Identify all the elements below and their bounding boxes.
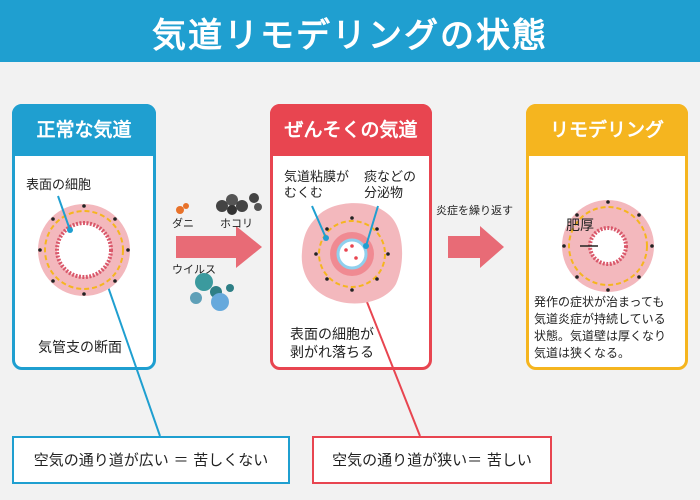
virus-icon xyxy=(190,273,234,311)
asthma-airway-heading: ぜんそくの気道 xyxy=(270,104,432,156)
normal-summary-box: 空気の通り道が広い ＝ 苦しくない xyxy=(12,436,290,484)
remodeling-description: 発作の症状が治まっても 気道炎症が持続している 状態。気道壁は厚くなり 気道は狭… xyxy=(534,295,667,360)
remodeling-airway-cross-section xyxy=(562,200,654,292)
dust-icon xyxy=(216,193,262,215)
cell-peeling-label: 表面の細胞が 剥がれ落ちる xyxy=(290,327,374,361)
remodeling-heading: リモデリング xyxy=(526,104,688,156)
thickening-label: 肥厚 xyxy=(566,218,594,234)
mucosa-swelling-label: 気道粘膜が むくむ xyxy=(284,170,350,201)
title-bar xyxy=(0,0,700,62)
normal-airway-heading: 正常な気道 xyxy=(12,104,156,156)
asthma-airway-cross-section xyxy=(301,203,403,304)
mite-icon xyxy=(176,203,189,214)
page-title: 気道リモデリングの状態 xyxy=(152,16,548,56)
virus-label: ウイルス xyxy=(172,263,216,276)
normal-airway-panel: 正常な気道 xyxy=(12,104,156,370)
asthma-summary-box: 空気の通り道が狭い＝ 苦しい xyxy=(312,436,552,484)
cross-section-label: 気管支の断面 xyxy=(38,340,122,356)
mite-label: ダニ xyxy=(172,217,194,230)
normal-airway-cross-section xyxy=(38,195,130,296)
repeat-inflammation-label: 炎症を繰り返す xyxy=(436,204,513,217)
surface-cell-label: 表面の細胞 xyxy=(26,178,92,193)
dust-label: ホコリ xyxy=(220,217,253,230)
phlegm-label: 痰などの 分泌物 xyxy=(364,170,417,201)
repeat-arrow xyxy=(448,226,504,268)
trigger-arrow xyxy=(176,226,262,268)
remodeling-panel: リモデリング xyxy=(526,104,688,370)
